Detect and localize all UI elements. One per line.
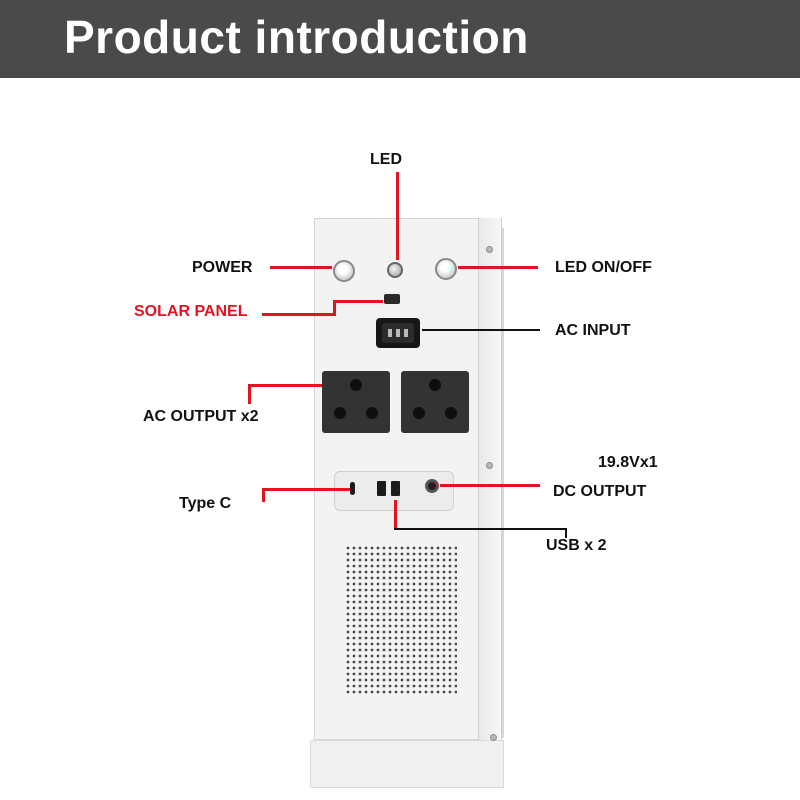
vent-grille	[345, 545, 457, 695]
dc-output-callout-line	[440, 484, 540, 487]
led-callout-line	[396, 172, 399, 260]
dc-output-port[interactable]	[425, 479, 439, 493]
label-type-c: Type C	[179, 495, 232, 512]
usb-callout-line-drop	[394, 500, 397, 530]
solar-callout-line-top	[333, 300, 383, 303]
ac-output-callout-line-drop	[248, 384, 251, 404]
header-banner: Product introduction	[0, 0, 800, 78]
label-usb: USB x 2	[546, 537, 607, 554]
ac-output-callout-line	[248, 384, 322, 387]
power-callout-line	[270, 266, 332, 269]
type-c-callout-line	[262, 488, 350, 491]
usb-port[interactable]	[391, 481, 400, 496]
label-voltage: 19.8Vx1	[598, 454, 658, 471]
ac-input-callout-line	[422, 329, 540, 331]
power-button[interactable]	[333, 260, 355, 282]
type-c-callout-line-drop	[262, 488, 265, 502]
type-c-port[interactable]	[350, 482, 355, 495]
solar-input-port[interactable]	[384, 294, 400, 304]
usb-callout-line	[394, 528, 566, 530]
led-onoff-callout-line	[458, 266, 538, 269]
ac-input-socket[interactable]	[376, 318, 420, 348]
screw-icon	[486, 462, 493, 469]
power-station-side	[478, 218, 502, 740]
label-led: LED	[370, 151, 402, 168]
screw-icon	[486, 246, 493, 253]
screw-icon	[490, 734, 497, 741]
led-switch-button[interactable]	[435, 258, 457, 280]
label-solar-panel: SOLAR PANEL	[134, 303, 248, 320]
ac-output-socket[interactable]	[322, 371, 390, 433]
ac-output-socket[interactable]	[401, 371, 469, 433]
label-ac-input: AC INPUT	[555, 322, 631, 339]
label-power: POWER	[192, 259, 253, 276]
solar-callout-line-riser	[333, 300, 336, 316]
label-ac-output: AC OUTPUT x2	[143, 408, 259, 425]
usb-callout-line-end	[565, 528, 567, 538]
power-station-base	[310, 740, 504, 788]
label-led-onoff: LED ON/OFF	[555, 259, 652, 276]
usb-port[interactable]	[377, 481, 386, 496]
led-lamp	[387, 262, 403, 278]
page-title: Product introduction	[64, 11, 529, 63]
solar-callout-line	[262, 313, 334, 316]
label-dc-output: DC OUTPUT	[553, 483, 647, 500]
